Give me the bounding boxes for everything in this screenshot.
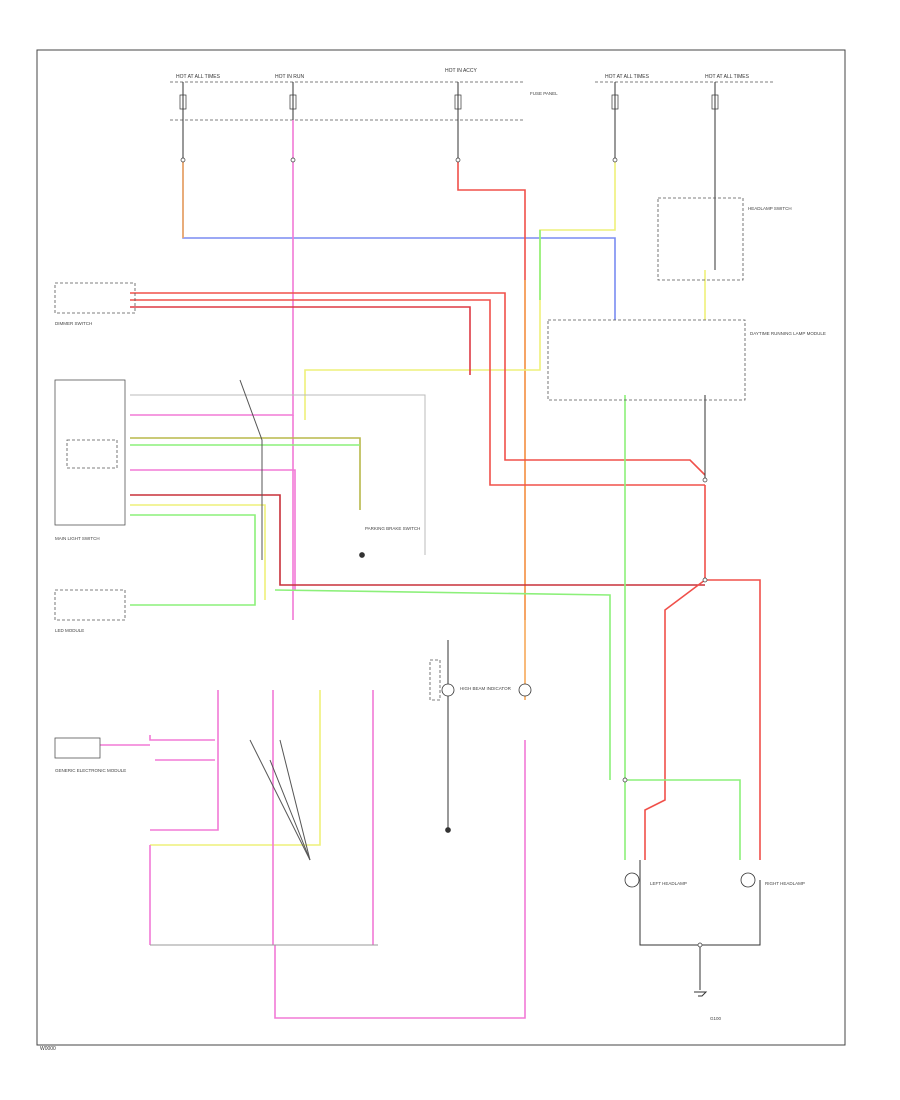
main-switch-inner — [66, 439, 118, 469]
black-wires — [130, 200, 761, 990]
wire-red-fuse3 — [457, 160, 526, 620]
lh-headlamp-label: LEFT HEADLAMP — [650, 881, 687, 886]
daytime-module-label: DAYTIME RUNNING LAMP MODULE — [750, 331, 826, 336]
fuse-label-3: HOT IN ACCY — [445, 68, 478, 74]
ground-label: G100 — [710, 1016, 722, 1021]
gem-box — [54, 737, 101, 759]
main-switch-box — [54, 379, 126, 526]
fuse-symbol — [179, 94, 719, 110]
wire-red-low — [130, 494, 705, 586]
wire-yellow-low — [130, 504, 266, 600]
wire-pink-bottom — [274, 740, 526, 1019]
dimmer-label: DIMMER SWITCH — [55, 321, 92, 326]
wire-red-top-2 — [130, 299, 705, 486]
hl-switch-label: HEADLAMP SWITCH — [748, 206, 792, 211]
gem-label: GENERIC ELECTRONIC MODULE — [55, 768, 126, 773]
led-module-label: LED MODULE — [55, 628, 84, 633]
wire-red-right — [644, 485, 706, 860]
hi-beam-label: HIGH BEAM INDICATOR — [460, 686, 512, 691]
lh-headlamp-bulb — [624, 872, 640, 888]
wire-pink-lower-3 — [149, 735, 215, 741]
rh-headlamp-bulb — [740, 872, 756, 888]
diagram-frame — [36, 49, 846, 1046]
fuse-bus: HOT AT ALL TIMES HOT IN RUN HOT IN ACCY … — [170, 68, 775, 121]
wire-orange-1 — [182, 160, 616, 320]
wire-green-long — [274, 589, 611, 780]
wire-pink-lower — [150, 690, 219, 831]
park-brake-label: PARKING BRAKE SWITCH — [365, 526, 420, 531]
hl-switch-box — [657, 197, 744, 281]
footer-code: W0000 — [40, 1046, 56, 1052]
rh-headlamp-label: RIGHT HEADLAMP — [765, 881, 805, 886]
wire-green-bottom — [625, 779, 741, 860]
wire-yellow-fuse4 — [304, 160, 616, 420]
wire-yellow-lower — [150, 690, 321, 846]
connector-markers — [180, 157, 708, 948]
wire-red-top-1 — [130, 292, 706, 476]
fuse-label-5: HOT AT ALL TIMES — [705, 74, 750, 80]
fuse-panel-label: FUSE PANEL — [530, 91, 558, 96]
wire-red-top-3 — [130, 306, 471, 375]
wire-pink-main — [130, 120, 294, 416]
park-brake-bulb — [518, 683, 532, 697]
components: DIMMER SWITCH MAIN LIGHT SWITCH LED MODU… — [54, 197, 826, 1021]
hi-beam-bracket — [429, 659, 441, 701]
fuse-label-2: HOT IN RUN — [275, 74, 304, 80]
wire-red-bottom — [705, 579, 761, 860]
fuse-label-4: HOT AT ALL TIMES — [605, 74, 650, 80]
dimmer-box — [54, 282, 136, 314]
wires — [100, 120, 761, 1019]
hi-beam-bulb — [441, 683, 455, 697]
main-switch-label: MAIN LIGHT SWITCH — [55, 536, 100, 541]
wire-pink-mod — [130, 469, 296, 590]
fuse-drops — [182, 82, 716, 200]
daytime-module-box — [547, 319, 746, 401]
ground-symbol — [694, 991, 708, 997]
fuse-label-1: HOT AT ALL TIMES — [176, 74, 221, 80]
wire-green-low — [130, 514, 256, 606]
wire-olive — [130, 437, 361, 510]
led-module-box — [54, 589, 126, 621]
